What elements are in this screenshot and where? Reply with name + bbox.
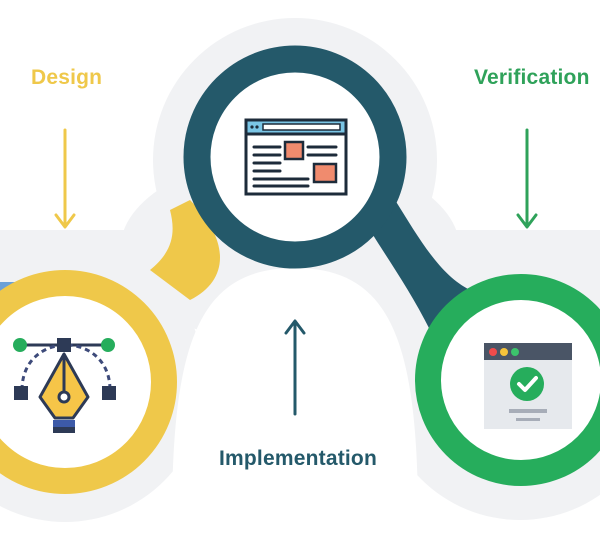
pen-tool-icon bbox=[13, 338, 116, 433]
verification-arrow bbox=[516, 128, 538, 229]
verification-label: Verification bbox=[474, 66, 590, 89]
connector-implementation-verification bbox=[370, 200, 470, 330]
browser-layout-icon bbox=[244, 118, 348, 196]
design-arrow bbox=[54, 128, 76, 229]
design-label: Design bbox=[31, 66, 103, 89]
design-ring bbox=[0, 270, 177, 494]
implementation-arrow bbox=[284, 319, 306, 416]
connector-design-implementation bbox=[150, 200, 220, 300]
implementation-label: Implementation bbox=[219, 447, 377, 470]
browser-check-icon bbox=[484, 343, 572, 429]
